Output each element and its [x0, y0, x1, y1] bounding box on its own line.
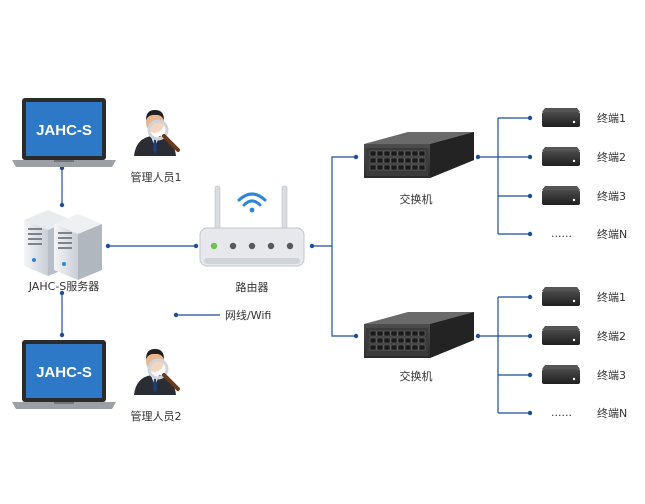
magnifier-icon-admin2 [147, 358, 180, 391]
link-router-switches [331, 156, 356, 337]
terminal-top-2-label: 终端2 [597, 150, 626, 164]
wifi-icon [237, 192, 267, 213]
router-icon [199, 185, 305, 267]
terminal-icon-bottom-3 [542, 365, 580, 384]
terminal-bottom-ellipsis: ...... [551, 406, 572, 419]
terminal-bottom-3-label: 终端3 [597, 368, 626, 382]
admin2-label: 管理人员2 [131, 409, 182, 423]
switch-bottom-label: 交换机 [400, 369, 433, 383]
magnifier-icon-admin1 [147, 119, 180, 152]
terminal-top-1-label: 终端1 [597, 111, 626, 125]
terminal-top-n-label: 终端N [597, 227, 627, 241]
server-label: JAHC-S服务器 [28, 280, 99, 293]
switch-top-label: 交换机 [400, 192, 433, 206]
server-icon [24, 210, 102, 280]
terminal-bottom-2-label: 终端2 [597, 329, 626, 343]
laptop-top-screen-text: JAHC-S [36, 122, 92, 139]
terminal-bottom-1-label: 终端1 [597, 290, 626, 304]
terminal-icon-bottom-2 [542, 326, 580, 345]
terminal-icon-bottom-1 [542, 287, 580, 306]
connection-dots [59, 115, 533, 416]
terminal-icon-top-2 [542, 147, 580, 166]
switch-icon-top [364, 132, 474, 178]
admin1-label: 管理人员1 [131, 170, 182, 184]
router-label: 路由器 [236, 280, 269, 294]
connections [61, 117, 530, 414]
laptop-bottom-screen-text: JAHC-S [36, 364, 92, 381]
terminal-top-ellipsis: ...... [551, 227, 572, 240]
switch-icon-bottom [364, 312, 474, 358]
terminal-bottom-n-label: 终端N [597, 406, 627, 420]
terminal-top-3-label: 终端3 [597, 189, 626, 203]
laptop-icon-bottom: JAHC-S [12, 340, 116, 409]
network-label: 网线/Wifi [225, 308, 271, 322]
terminal-icon-top-1 [542, 108, 580, 127]
terminal-icon-top-3 [542, 186, 580, 205]
laptop-icon-top: JAHC-S [12, 98, 116, 167]
